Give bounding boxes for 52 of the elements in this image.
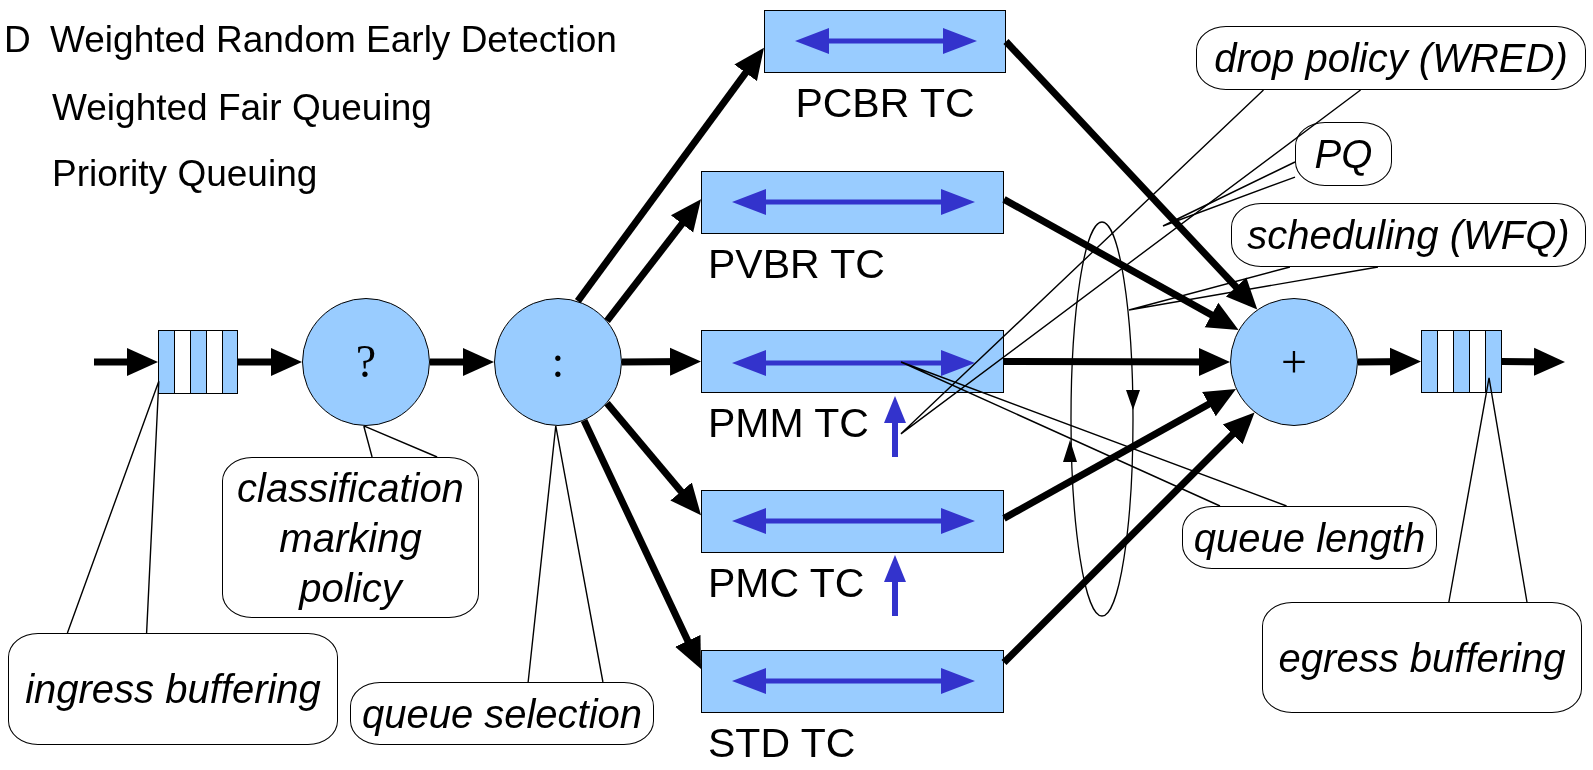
queue-label: PCBR TC (795, 83, 975, 124)
queue-label: STD TC (708, 723, 856, 764)
leader-line (1448, 377, 1528, 603)
leader-line (66, 380, 160, 634)
arrow (1357, 347, 1421, 376)
arrow (1501, 347, 1565, 376)
arrow (621, 347, 701, 376)
abbreviation-text: Weighted Fair Queuing (52, 89, 432, 126)
leader-line (527, 425, 604, 683)
symbol-label: + (1281, 339, 1307, 385)
arrow (1003, 39, 1258, 310)
callout-bubble (1295, 122, 1392, 186)
arrow (1002, 196, 1239, 330)
callout-bubble (1231, 203, 1586, 267)
arrow (1004, 347, 1230, 376)
callout-bubble (350, 682, 654, 745)
callout-text: PQ (1314, 131, 1373, 178)
leader-line (900, 361, 1288, 507)
arrow (430, 348, 494, 376)
arrow (1001, 412, 1255, 666)
callout-bubble (222, 457, 479, 618)
callout-text: drop policy (WRED) (1214, 35, 1568, 82)
leader-line (900, 89, 1362, 435)
leader-line (1128, 266, 1379, 311)
callout-bubble (1196, 26, 1586, 90)
callout-bubble (8, 633, 338, 745)
arrow (580, 419, 701, 669)
queue-label: PVBR TC (708, 244, 885, 285)
symbol-label: : (551, 339, 565, 385)
arrow (238, 348, 302, 376)
abbreviation-text: D (4, 21, 31, 58)
callout-text: ingress buffering (25, 666, 321, 713)
callout-text: classification marking policy (236, 464, 465, 612)
abbreviation-text: Weighted Random Early Detection (50, 21, 617, 58)
callout-text: queue length (1193, 514, 1426, 562)
queue-buffer (1421, 330, 1502, 393)
arrow (1002, 389, 1236, 522)
abbreviation-text: Priority Queuing (52, 155, 318, 192)
queue-label: PMM TC (708, 403, 869, 444)
callout-text: queue selection (361, 690, 643, 738)
arrow (604, 400, 701, 516)
symbol-label: ? (355, 339, 377, 385)
arrow (604, 199, 701, 323)
callout-bubble (1182, 506, 1437, 569)
leader-line (363, 425, 438, 458)
leader-line (1162, 161, 1296, 227)
queue-label: PMC TC (708, 563, 865, 604)
callout-text: egress buffering (1278, 634, 1566, 682)
callout-text: scheduling (WFQ) (1247, 212, 1570, 259)
arrow (574, 47, 764, 304)
callout-bubble (1262, 602, 1582, 713)
queue-buffer (158, 330, 238, 394)
